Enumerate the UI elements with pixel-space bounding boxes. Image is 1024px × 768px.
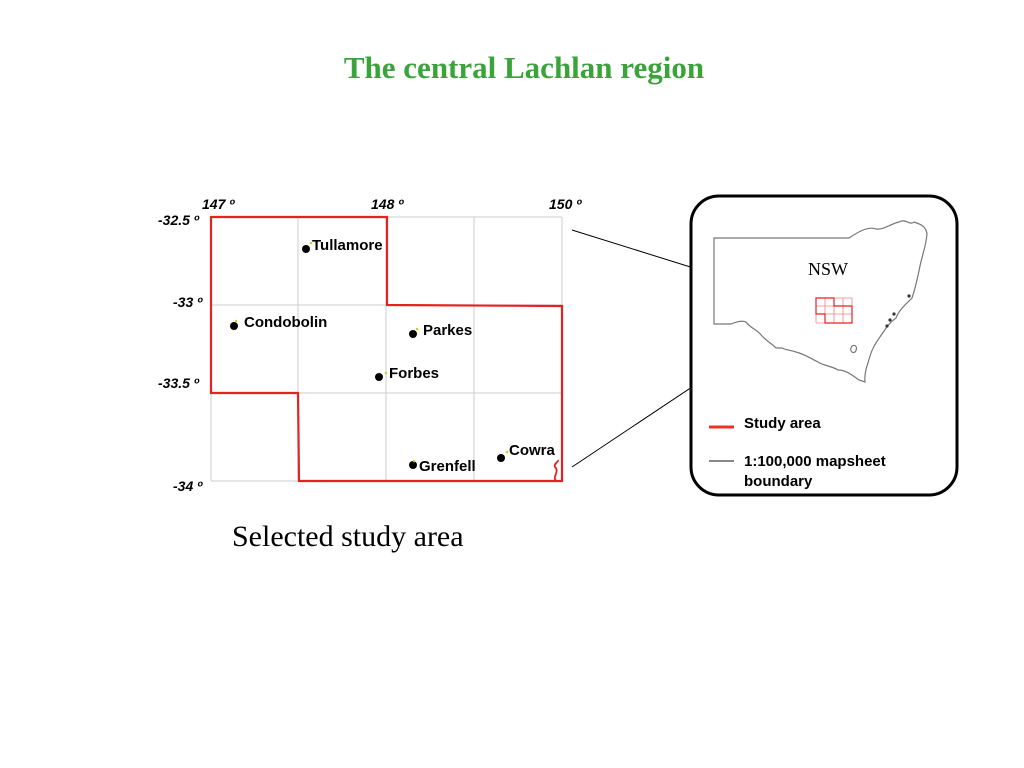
town-label-condobolin: Condobolin [244,314,327,331]
nsw-outline [713,220,928,383]
study-area-boundary [209,215,564,483]
town-label-tullamore: Tullamore [312,237,383,254]
longitude-label-147: 147 º [202,196,235,212]
latitude-label-34: -34 º [173,478,203,494]
town-marker-cowra [497,454,505,462]
town-marker-tullamore [302,245,310,253]
legend-mapsheet-label-line1: 1:100,000 mapsheet [744,453,886,470]
longitude-label-150: 150 º [549,196,582,212]
town-label-cowra: Cowra [509,442,556,459]
inset-study-area [815,297,853,324]
town-marker-condobolin [230,322,238,330]
town-label-parkes: Parkes [423,322,472,339]
river-squiggle [553,459,559,482]
town-markers: Tullamore Condobolin Parkes Forbes Cowra… [230,237,556,475]
latitude-label-33-5: -33.5 º [158,375,200,391]
latitude-label-32-5: -32.5 º [158,212,200,228]
figure-caption: Selected study area [232,520,464,553]
longitude-label-148: 148 º [371,196,404,212]
page-title: The central Lachlan region [343,50,705,85]
town-label-grenfell: Grenfell [419,458,476,475]
latitude-label-33: -33 º [173,294,203,310]
town-marker-grenfell [409,461,417,469]
town-label-forbes: Forbes [389,365,439,382]
town-marker-parkes [409,330,417,338]
coast-markers [885,294,911,328]
nsw-label: NSW [808,259,848,279]
legend: Study area 1:100,000 mapsheet boundary [709,415,886,490]
legend-mapsheet-label-line2: boundary [744,473,813,490]
town-marker-forbes [375,373,383,381]
act-outline [850,344,858,354]
legend-study-area-label: Study area [744,415,821,432]
